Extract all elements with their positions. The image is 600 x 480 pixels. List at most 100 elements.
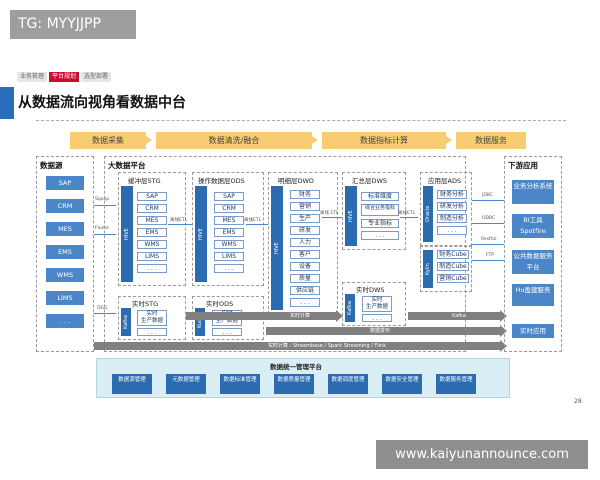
breadcrumb-tabs: 业务梳理 平台规划 选型部署 xyxy=(17,72,112,82)
dwd-item-finance: 财务 xyxy=(290,190,320,199)
platform-metadata-mgmt: 元数据管理 xyxy=(166,374,206,394)
sqoop-label: Sqoop xyxy=(95,197,110,202)
ods-item-more: . . . xyxy=(214,264,244,273)
ods-hive-label: HIVE xyxy=(198,228,204,240)
platform-schedule-mgmt: 数据调度管理 xyxy=(328,374,368,394)
downstream-service: Hu盈建服务 xyxy=(512,284,554,306)
kafka-arrow: Kafka xyxy=(408,312,500,320)
ads-item-finance: 财务分析 xyxy=(437,190,467,199)
ogg-label: OGG xyxy=(97,306,108,311)
etl2-label: 离线ETL xyxy=(244,218,262,223)
rt-ods-more: . . . xyxy=(212,328,242,336)
datasource-title: 数据源 xyxy=(40,161,63,170)
ods-item-sap: SAP xyxy=(214,192,244,201)
tab-business[interactable]: 业务梳理 xyxy=(17,72,48,82)
platform-datasource-mgmt: 数据源管理 xyxy=(112,374,152,394)
ogg-arrow xyxy=(94,313,116,314)
odbc-label: ODBC xyxy=(482,216,496,221)
stage-arrow-1 xyxy=(146,136,152,144)
tab-deployment[interactable]: 选型部署 xyxy=(81,72,112,82)
stg-title: 缓冲层STG xyxy=(128,177,161,185)
rt-dws-data-line2: 生产数据 xyxy=(365,304,388,310)
dwd-item-quality: 质量 xyxy=(290,274,320,283)
downstream-title: 下游应用 xyxy=(508,161,538,170)
ods-list: SAP CRM MES EMS WMS LIMS . . . xyxy=(214,192,244,273)
cube-panel xyxy=(420,246,472,292)
downstream-realtime-app: 实时应用 xyxy=(512,324,554,338)
etl1-arrow xyxy=(168,224,192,225)
stage-collect: 数据采集 xyxy=(70,132,146,149)
tab-platform-planning[interactable]: 平台规划 xyxy=(49,72,80,82)
stage-service: 数据服务 xyxy=(456,132,526,149)
source-sap: SAP xyxy=(46,176,84,190)
stg-item-more: . . . xyxy=(137,264,167,273)
dws-item-metrics: 综合业务指标 xyxy=(361,204,399,216)
publish-arrow: 数据发布 xyxy=(266,327,500,335)
dws-item-professional: 专业指标 xyxy=(361,219,399,228)
rt-stg-kafka-bar: Kafka xyxy=(121,308,131,336)
dwd-item-rnd: 研发 xyxy=(290,226,320,235)
rt-calc-label: 实时计算 xyxy=(290,313,311,319)
restful-label: Restful xyxy=(481,237,497,242)
platform-quality-mgmt: 数据质量管理 xyxy=(274,374,314,394)
dws-title: 汇总层DWS xyxy=(352,177,388,185)
odbc-arrow xyxy=(472,223,504,224)
rt-dws-data: 实时 生产数据 xyxy=(362,296,392,312)
rt-ods-title: 实时ODS xyxy=(206,300,234,308)
title-accent-bar xyxy=(0,87,14,119)
rt-stg-title: 实时STG xyxy=(132,300,159,308)
etl4-arrow xyxy=(400,217,418,218)
dwd-list: 财务 营销 生产 研发 人力 客户 设备 质量 供应链 . . . xyxy=(290,190,320,307)
rt-dws-more: . . . xyxy=(362,314,392,322)
stg-item-wms: WMS xyxy=(137,240,167,249)
source-mes: MES xyxy=(46,222,84,236)
ads-oracle-label: Oracle xyxy=(425,205,431,223)
datasource-panel xyxy=(36,156,94,352)
cube-list: 财务Cube 制造Cube 营销Cube xyxy=(437,250,469,283)
sqoop-arrow xyxy=(94,205,116,206)
rt-calc-arrow: 实时计算 xyxy=(186,312,336,320)
ftp-arrow xyxy=(472,260,504,261)
downstream-panel xyxy=(504,156,562,352)
stg-list: SAP CRM MES EMS WMS LIMS . . . xyxy=(137,192,167,273)
stg-item-ems: EMS xyxy=(137,228,167,237)
restful-arrow xyxy=(472,244,504,245)
stream-label: 实时计算 : Streambase / Spark Streaming / Fl… xyxy=(268,343,387,349)
platform-title: 数据统一管理平台 xyxy=(270,363,322,371)
dwd-item-more: . . . xyxy=(290,298,320,307)
ads-item-manufacture: 制造分析 xyxy=(437,214,467,223)
source-ems: EMS xyxy=(46,245,84,259)
stream-arrow: 实时计算 : Streambase / Spark Streaming / Fl… xyxy=(94,342,500,350)
downstream-bi-tool: BI工具Spotfire xyxy=(512,214,554,238)
etl3-arrow xyxy=(322,217,342,218)
rt-stg-panel xyxy=(118,296,186,340)
rt-stg-more: . . . xyxy=(137,328,167,336)
ads-panel xyxy=(420,172,472,246)
dwd-item-hr: 人力 xyxy=(290,238,320,247)
bigdata-title: 大数据平台 xyxy=(108,161,146,170)
ads-oracle-bar: Oracle xyxy=(423,186,433,242)
dwd-item-production: 生产 xyxy=(290,214,320,223)
dws-hive-bar: HIVE xyxy=(345,186,357,246)
flume-arrow xyxy=(94,234,116,235)
platform-security-mgmt: 数据安全管理 xyxy=(382,374,422,394)
ods-item-mes: MES xyxy=(214,216,244,225)
ods-item-wms: WMS xyxy=(214,240,244,249)
stg-item-lims: LIMS xyxy=(137,252,167,261)
dws-item-dimension: 标准维度 xyxy=(361,192,399,201)
stage-arrow-3 xyxy=(446,136,452,144)
cube-item-manufacture: 制造Cube xyxy=(437,262,469,271)
datasource-list: SAP CRM MES EMS WMS LIMS . . . xyxy=(46,176,84,328)
stage-clean: 数据清洗/融合 xyxy=(156,132,312,149)
rt-ods-kudu-bar: Kudu xyxy=(195,308,205,336)
ads-item-rnd: 研发分析 xyxy=(437,202,467,211)
ads-title: 应用层ADS xyxy=(428,177,462,185)
kafka-arrow-label: Kafka xyxy=(452,313,466,319)
etl3-label: 离线 ETL xyxy=(320,211,339,216)
stg-item-sap: SAP xyxy=(137,192,167,201)
flume-label: Flume xyxy=(95,226,109,231)
ads-list: 财务分析 研发分析 制造分析 . . . xyxy=(437,190,467,235)
rt-dws-panel xyxy=(342,282,406,326)
dws-hive-label: HIVE xyxy=(348,210,354,222)
stg-hive-bar: HIVE xyxy=(121,186,133,282)
